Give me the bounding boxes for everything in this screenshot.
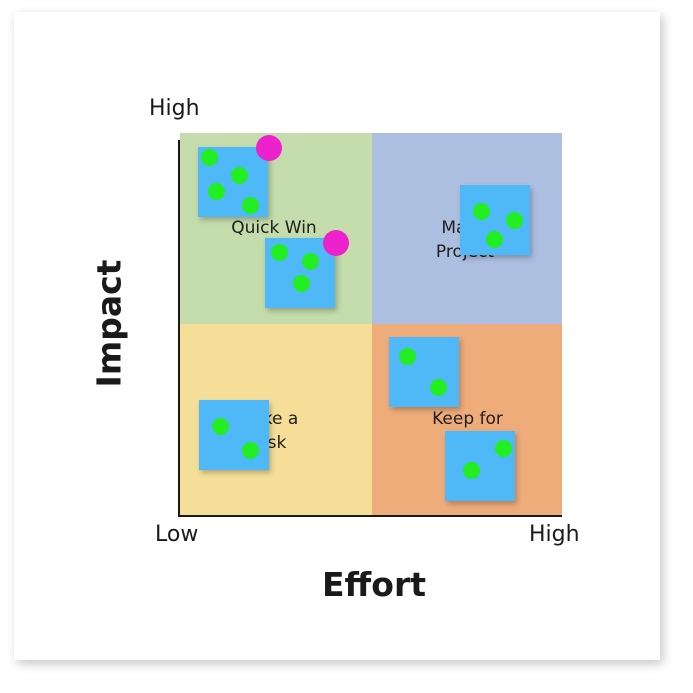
dot-vote (473, 203, 490, 220)
sticky-note[interactable] (265, 238, 335, 308)
quadrant-label-quick-win: Quick Win (231, 218, 317, 238)
sticky-note[interactable] (389, 337, 459, 407)
dot-vote (486, 231, 503, 248)
x-axis-high-label: High (529, 522, 580, 547)
sticky-note[interactable] (199, 400, 269, 470)
dot-vote (506, 212, 523, 229)
dot-vote (271, 244, 288, 261)
dot-vote (242, 442, 259, 459)
dot-vote (399, 348, 416, 365)
sticky-note[interactable] (460, 185, 530, 255)
pink-vote-dot (323, 230, 349, 256)
dot-vote (201, 149, 218, 166)
dot-vote (293, 275, 310, 292)
sticky-note[interactable] (198, 147, 268, 217)
x-axis-title: Effort (322, 565, 426, 604)
dot-vote (208, 183, 225, 200)
y-axis-title: Impact (89, 259, 129, 388)
dot-vote (302, 253, 319, 270)
y-axis-high-label: High (149, 96, 200, 121)
dot-vote (463, 462, 480, 479)
y-axis-line (178, 140, 180, 517)
dot-vote (495, 440, 512, 457)
sticky-note[interactable] (445, 431, 515, 501)
x-axis-low-label: Low (155, 522, 199, 547)
pink-vote-dot (256, 135, 282, 161)
dot-vote (231, 167, 248, 184)
dot-vote (242, 197, 259, 214)
dot-vote (430, 379, 447, 396)
x-axis-line (178, 515, 562, 517)
dot-vote (212, 418, 229, 435)
